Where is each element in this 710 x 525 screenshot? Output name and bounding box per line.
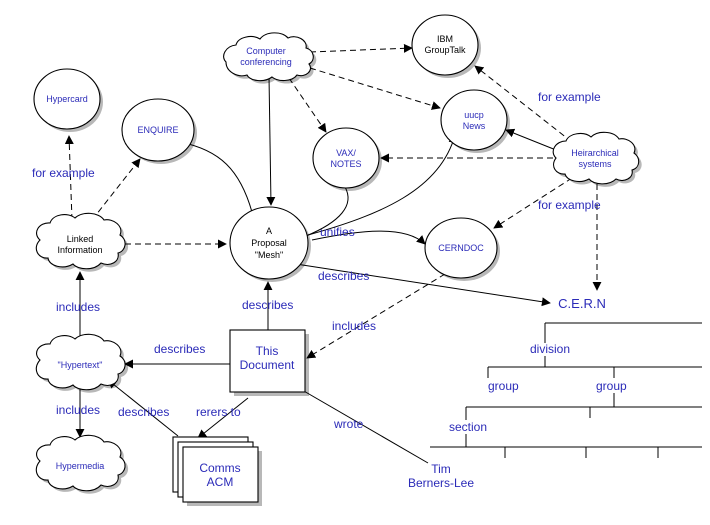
- edge-cerndoc-to-document: [306, 273, 446, 359]
- node-linked-information: Linked Information: [35, 212, 129, 272]
- org-tree: division group group section: [430, 322, 702, 458]
- edge-linked-to-hypercard: [64, 135, 74, 221]
- node-label-line-1: systems: [578, 159, 612, 169]
- label-rerers-to: rerers to: [196, 405, 241, 419]
- node-this-document: This Document: [229, 329, 309, 396]
- edge-conferencing-to-grouptalk: [309, 43, 413, 53]
- node-label-line-2: "Mesh": [255, 250, 283, 260]
- edge-linked-to-enquire: [91, 158, 141, 221]
- node-label-line-0: CERNDOC: [438, 243, 484, 253]
- label-unifies: unifies: [320, 225, 355, 239]
- node-ibm-grouptalk: IBM GroupTalk: [411, 14, 481, 78]
- node-label-line-0: ENQUIRE: [137, 125, 178, 135]
- node-label-line-1: Document: [240, 358, 295, 372]
- node-hypercard: Hypercard: [33, 68, 103, 132]
- node-uucp-news: uucp News: [440, 89, 510, 153]
- edge-labels: for example for example for example unif…: [32, 90, 601, 431]
- edge-conferencing-to-uucp: [309, 67, 441, 110]
- edge-proposal-to-cern: [295, 263, 551, 307]
- node-hypertext: "Hypertext": [35, 333, 129, 393]
- node-label-line-0: Comms: [199, 461, 240, 475]
- label-describes-from-acm: describes: [118, 405, 169, 419]
- edge-hierarchical-to-cerndoc: [493, 177, 573, 229]
- node-vax-notes: VAX/ NOTES: [312, 127, 382, 191]
- edge-unifies-to-cerndoc: [311, 230, 426, 245]
- node-hypermedia: Hypermedia: [35, 434, 129, 494]
- node-label-line-1: Information: [57, 245, 102, 255]
- node-hierarchical-systems: Heirarchical systems: [552, 131, 642, 187]
- edge-unifies-to-uucp: [307, 134, 458, 236]
- node-label-line-1: Berners-Lee: [408, 476, 474, 490]
- node-label-line-1: GroupTalk: [424, 45, 466, 55]
- node-computer-conferencing: Computer conferencing: [223, 32, 317, 84]
- label-describes-hypertext: describes: [154, 342, 205, 356]
- node-label-line-1: NOTES: [330, 159, 361, 169]
- node-label-line-0: Heirarchical: [571, 148, 619, 158]
- node-label-line-0: Linked: [67, 234, 94, 244]
- edge-conferencing-to-proposal: [266, 75, 276, 206]
- tree-label-group-left: group: [488, 379, 519, 393]
- node-label-line-0: Hypermedia: [56, 461, 105, 471]
- label-describes-proposal: describes: [242, 298, 293, 312]
- label-for-example-grouptalk: for example: [538, 90, 601, 104]
- node-proposal-mesh: A Proposal "Mesh": [229, 206, 311, 282]
- edge-tbl-to-document: [289, 382, 429, 464]
- node-label-line-0: uucp: [464, 110, 484, 120]
- edge-unifies-from-vax: [305, 186, 349, 237]
- edge-hierarchical-to-uucp: [505, 128, 557, 151]
- edge-acm-to-hypertext: [107, 379, 179, 437]
- node-label-line-0: IBM: [437, 34, 453, 44]
- node-label-line-1: conferencing: [240, 57, 292, 67]
- label-describes-cern: describes: [318, 269, 369, 283]
- node-label-line-0: Tim: [431, 462, 451, 476]
- node-cern: C.E.R.N: [558, 296, 606, 311]
- node-label-line-0: This: [256, 344, 279, 358]
- edge-proposal-to-enquire: [179, 139, 253, 213]
- tree-label-division: division: [530, 342, 570, 356]
- tree-label-group-right: group: [596, 379, 627, 393]
- node-cerndoc: CERNDOC: [424, 217, 500, 281]
- node-comms-acm: Comms ACM: [172, 436, 262, 506]
- edges: [64, 43, 602, 464]
- node-label-line-0: C.E.R.N: [558, 296, 606, 311]
- node-tim-berners-lee: Tim Berners-Lee: [408, 462, 474, 490]
- edge-hierarchical-to-grouptalk: [474, 65, 573, 143]
- node-enquire: ENQUIRE: [121, 98, 197, 164]
- label-for-example-cern: for example: [538, 198, 601, 212]
- node-label-line-1: Proposal: [251, 238, 287, 248]
- node-label-line-0: Hypercard: [46, 94, 88, 104]
- node-label-line-0: "Hypertext": [58, 360, 103, 370]
- node-label-line-0: Computer: [246, 46, 286, 56]
- node-label-line-0: VAX/: [336, 148, 356, 158]
- label-for-example-hypercard: for example: [32, 166, 95, 180]
- node-label-line-0: A: [266, 226, 272, 236]
- edge-document-to-acm: [197, 397, 249, 439]
- label-includes-cerndoc: includes: [332, 319, 376, 333]
- label-includes-linked: includes: [56, 300, 100, 314]
- node-label-line-1: News: [463, 121, 486, 131]
- node-label-line-1: ACM: [207, 475, 234, 489]
- label-includes-hypermedia: includes: [56, 403, 100, 417]
- label-wrote: wrote: [333, 417, 364, 431]
- nodes: Computer conferencing Heirarchical syste…: [33, 14, 642, 506]
- tree-label-section: section: [449, 420, 487, 434]
- edge-conferencing-to-vax: [288, 77, 327, 133]
